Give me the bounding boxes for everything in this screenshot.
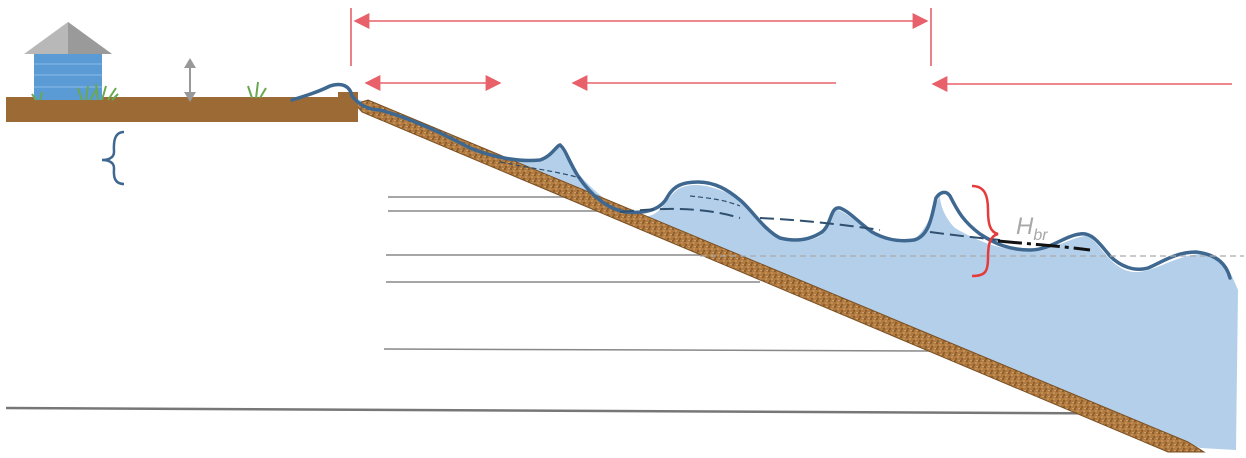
extent-arrows [350, 8, 1232, 92]
breaking-height-label-main: H [1016, 213, 1034, 240]
water-body [350, 96, 1238, 450]
land-plateau [6, 97, 358, 122]
setup-lines [499, 161, 1091, 252]
sea-floor-line [5, 406, 1227, 416]
brace-icon [101, 130, 125, 186]
beach-slope [354, 99, 1206, 453]
setup-line-1 [499, 161, 581, 179]
grass-icon [31, 81, 267, 101]
breaking-height-label: Hbr [1016, 213, 1048, 244]
setup-line-4 [759, 217, 881, 231]
setup-line-5 [929, 231, 1001, 241]
setup-line-3 [689, 195, 741, 207]
breaking-height-label-sub: br [1033, 227, 1048, 244]
breaking-height-line [997, 239, 1091, 252]
breaking-height-brace [971, 184, 999, 278]
level-line-5 [383, 348, 931, 352]
reference-lines [5, 196, 1227, 416]
land-edge [338, 92, 358, 102]
house-icon [24, 22, 112, 100]
double-arrow-icon [184, 58, 196, 102]
setup-line-2 [619, 207, 741, 219]
water-surface [290, 82, 1232, 280]
